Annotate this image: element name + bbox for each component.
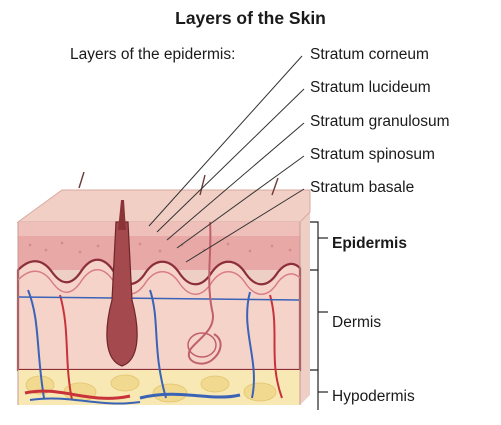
- skin-surface: [18, 190, 310, 222]
- stratum-corneum-band: [18, 222, 300, 236]
- region-brackets: [310, 222, 328, 410]
